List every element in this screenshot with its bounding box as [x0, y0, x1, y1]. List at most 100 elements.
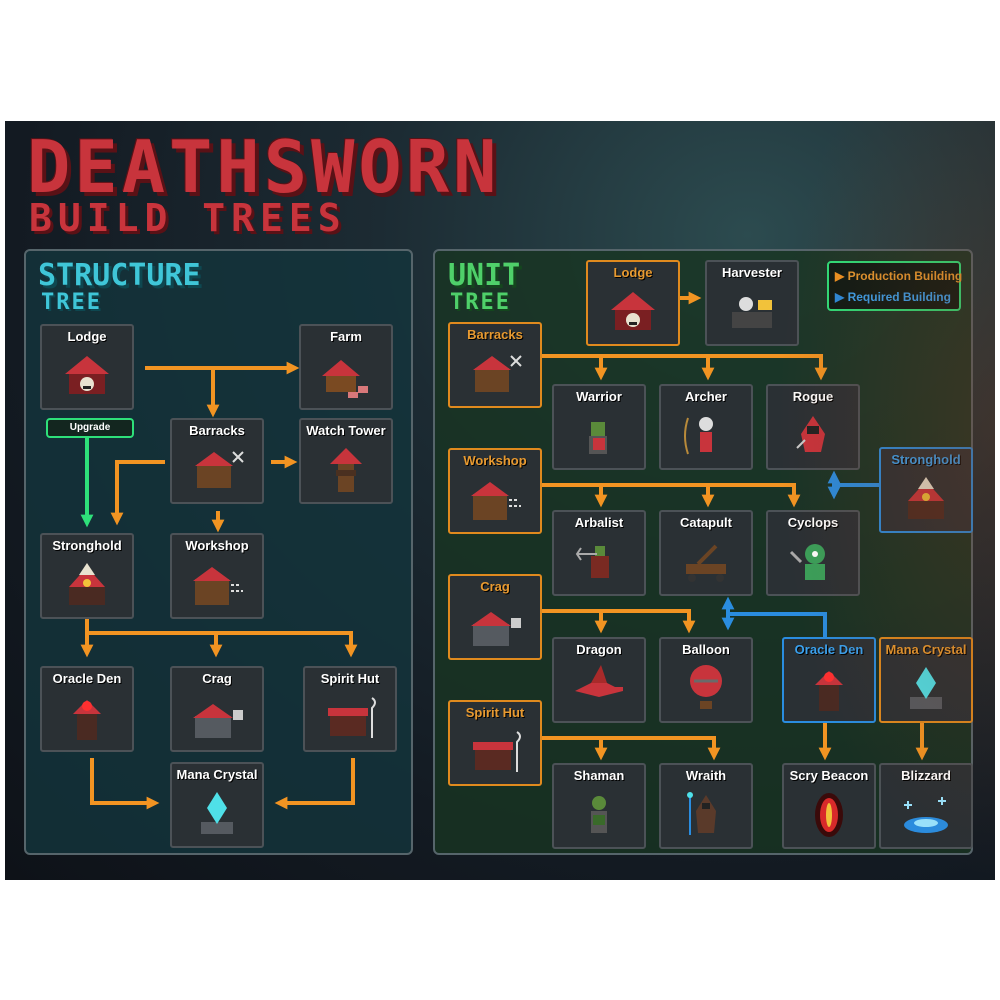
unit-node-warrior: Warrior [552, 384, 646, 470]
structure-node-oracle-den: Oracle Den [40, 666, 134, 752]
poster-subtitle: BUILD TREES [29, 196, 347, 240]
tree-connectors [80, 291, 929, 810]
crag-icon [467, 598, 523, 654]
node-label: Farm [330, 329, 362, 344]
node-label: Arbalist [574, 515, 624, 530]
structure-tree-subtitle: TREE [41, 290, 102, 315]
arrow-barracks-units [533, 354, 828, 381]
barracks-icon [467, 346, 523, 402]
spirit-hut-icon [322, 690, 378, 746]
unit-tree-subtitle: TREE [450, 290, 511, 315]
structure-node-crag: Crag [170, 666, 264, 752]
unit-node-u-lodge: Lodge [586, 260, 680, 346]
balloon-icon [678, 661, 734, 717]
structure-node-mana-crystal: Mana Crystal [170, 762, 264, 848]
blizzard-icon [898, 787, 954, 843]
structure-tree-title: STRUCTURE [38, 258, 201, 293]
rogue-icon [785, 408, 841, 464]
workshop-icon [467, 472, 523, 528]
node-label: Lodge [613, 265, 653, 280]
node-label: Mana Crystal [885, 642, 967, 657]
unit-node-catapult: Catapult [659, 510, 753, 596]
lodge-icon [605, 284, 661, 340]
shaman-icon [571, 787, 627, 843]
catapult-icon [678, 534, 734, 590]
unit-node-shaman: Shaman [552, 763, 646, 849]
arrow-crag-units [533, 609, 696, 634]
structure-node-spirit-hut: Spirit Hut [303, 666, 397, 752]
unit-node-balloon: Balloon [659, 637, 753, 723]
node-label: Shaman [573, 768, 625, 783]
node-label: Workshop [185, 538, 249, 553]
structure-node-watch-tower: Watch Tower [299, 418, 393, 504]
arrow-stronghold-branch [85, 616, 358, 658]
unit-node-archer: Archer [659, 384, 753, 470]
oracle-den-icon [801, 661, 857, 717]
node-label: Stronghold [891, 452, 961, 467]
structure-node-workshop: Workshop [170, 533, 264, 619]
arrow-spirithut-units [533, 736, 721, 761]
warrior-icon [571, 408, 627, 464]
node-label: Mana Crystal [176, 767, 258, 782]
unit-node-arbalist: Arbalist [552, 510, 646, 596]
node-label: Blizzard [901, 768, 951, 783]
node-label: Oracle Den [52, 671, 122, 686]
unit-node-u-spirit-hut: Spirit Hut [448, 700, 542, 786]
unit-node-harvester: Harvester [705, 260, 799, 346]
node-label: Warrior [576, 389, 622, 404]
structure-node-lodge: Lodge [40, 324, 134, 410]
unit-node-cyclops: Cyclops [766, 510, 860, 596]
node-label: Archer [685, 389, 727, 404]
unit-node-u-stronghold: Stronghold [879, 447, 973, 533]
unit-node-u-workshop: Workshop [448, 448, 542, 534]
unit-node-rogue: Rogue [766, 384, 860, 470]
lodge-icon [59, 348, 115, 404]
harvester-icon [724, 284, 780, 340]
node-label: Harvester [722, 265, 782, 280]
legend-production-label: Production Building [847, 269, 963, 283]
node-label: Lodge [67, 329, 107, 344]
stronghold-icon [59, 557, 115, 613]
node-label: Balloon [682, 642, 730, 657]
node-label: Crag [480, 579, 510, 594]
spirit-hut-icon [467, 724, 523, 780]
node-label: Watch Tower [306, 423, 386, 438]
node-label: Catapult [680, 515, 732, 530]
cyclops-icon [785, 534, 841, 590]
node-label: Dragon [576, 642, 622, 657]
arrow-workshop-units [533, 483, 801, 508]
arbalist-icon [571, 534, 627, 590]
node-label: Barracks [467, 327, 523, 342]
node-label: Scry Beacon [789, 768, 869, 783]
watch-tower-icon [318, 442, 374, 498]
poster-title: DEATHSWORN [27, 125, 501, 209]
legend: ▶ Production Building ▶ Required Buildin… [827, 261, 963, 311]
mana-crystal-icon [189, 786, 245, 842]
node-label: Rogue [792, 389, 834, 404]
farm-icon [318, 348, 374, 404]
oracle-den-icon [59, 690, 115, 746]
structure-node-barracks: Barracks [170, 418, 264, 504]
legend-required-label: Required Building [847, 290, 951, 304]
workshop-icon [189, 557, 245, 613]
node-label: Stronghold [52, 538, 122, 553]
node-label: Oracle Den [794, 642, 864, 657]
node-label: Crag [202, 671, 232, 686]
unit-node-u-barracks: Barracks [448, 322, 542, 408]
build-tree-poster: DEATHSWORN BUILD TREES STRUCTURE TREE UN… [5, 121, 995, 880]
scry-beacon-icon [801, 787, 857, 843]
node-label: Workshop [463, 453, 527, 468]
node-label: Spirit Hut [320, 671, 380, 686]
unit-node-u-crag: Crag [448, 574, 542, 660]
node-label: Barracks [189, 423, 245, 438]
barracks-icon [189, 442, 245, 498]
unit-node-u-mana-crystal: Mana Crystal [879, 637, 973, 723]
unit-node-dragon: Dragon [552, 637, 646, 723]
wraith-icon [678, 787, 734, 843]
arrow-spirithut-mana [274, 758, 355, 810]
structure-node-stronghold: Stronghold [40, 533, 134, 619]
unit-tree-title: UNIT [448, 258, 521, 293]
arrow-oracle-mana [90, 758, 160, 810]
unit-node-u-oracle-den: Oracle Den [782, 637, 876, 723]
